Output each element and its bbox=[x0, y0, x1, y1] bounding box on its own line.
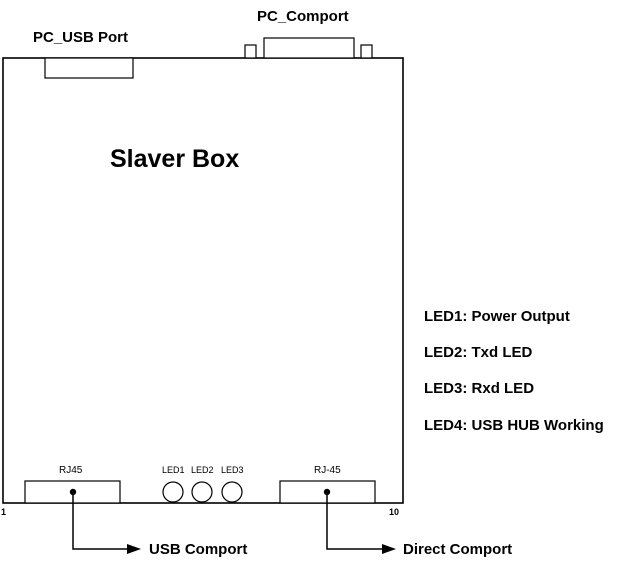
usb-comport-label: USB Comport bbox=[149, 541, 248, 558]
direct-comport-arrow-head bbox=[382, 544, 396, 554]
usb-comport-arrow-line bbox=[72, 492, 128, 550]
pc-comport-screw-left bbox=[244, 44, 257, 59]
legend-text: Power Output bbox=[471, 308, 570, 325]
led3-circle bbox=[221, 481, 243, 503]
led3-label: LED3 bbox=[221, 465, 244, 475]
legend-text: Rxd LED bbox=[471, 380, 535, 397]
box-title: Slaver Box bbox=[110, 145, 240, 173]
legend-item-led3: LED3: Rxd LED bbox=[424, 380, 534, 397]
pc-comport-screw-right bbox=[360, 44, 373, 59]
legend-key: LED1: bbox=[424, 308, 468, 325]
legend-item-led4: LED4: USB HUB Working bbox=[424, 417, 604, 434]
led1-circle bbox=[162, 481, 184, 503]
led1-label: LED1 bbox=[162, 465, 185, 475]
legend-text: USB HUB Working bbox=[471, 417, 604, 434]
pin-end-label: 10 bbox=[389, 507, 400, 517]
direct-comport-arrow-line bbox=[326, 492, 382, 550]
direct-comport-label: Direct Comport bbox=[403, 541, 513, 558]
pin-start-label: 1 bbox=[1, 507, 7, 517]
pc-comport-label: PC_Comport bbox=[257, 8, 349, 25]
legend-text: Txd LED bbox=[471, 344, 533, 361]
legend-key: LED3: bbox=[424, 380, 468, 397]
rj45-left-label: RJ45 bbox=[59, 465, 83, 476]
legend-item-led2: LED2: Txd LED bbox=[424, 344, 532, 361]
led2-label: LED2 bbox=[191, 465, 214, 475]
pc-usb-port-label: PC_USB Port bbox=[33, 29, 129, 46]
legend-item-led1: LED1: Power Output bbox=[424, 308, 570, 325]
led2-circle bbox=[191, 481, 213, 503]
pc-usb-port-connector bbox=[44, 57, 134, 79]
legend-key: LED4: bbox=[424, 417, 468, 434]
legend-key: LED2: bbox=[424, 344, 468, 361]
usb-comport-arrow-head bbox=[127, 544, 141, 554]
rj45-right-label: RJ-45 bbox=[314, 465, 341, 476]
pc-comport-connector bbox=[263, 37, 355, 59]
slaver-box-outline bbox=[2, 57, 404, 504]
